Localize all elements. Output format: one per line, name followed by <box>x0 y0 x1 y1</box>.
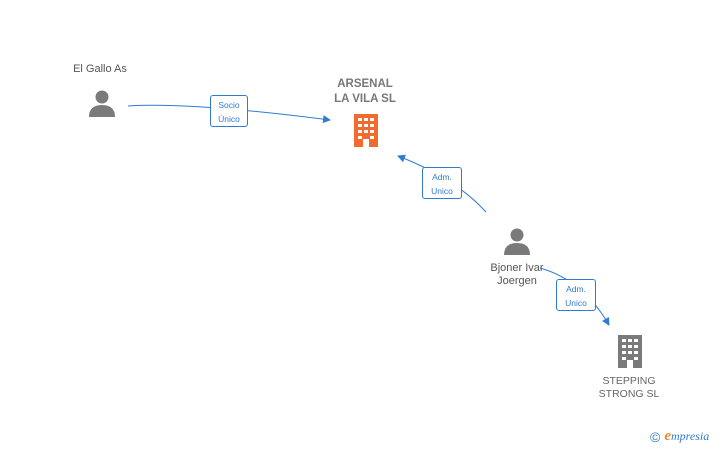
edge-label-line: Adm. <box>566 284 586 294</box>
node-stepping-label: STEPPING STRONG SL <box>598 375 660 400</box>
node-arsenal-label: ARSENAL LA VILA SL <box>334 78 396 105</box>
copyright-icon: © <box>650 428 661 445</box>
edge-label-adm1[interactable]: Adm. Unico <box>422 167 462 199</box>
person-icon[interactable] <box>87 88 117 118</box>
edge-label-line: Adm. <box>432 172 452 182</box>
footer-brand: © empresia <box>650 428 709 445</box>
edge-label-line: Unico <box>431 186 453 196</box>
brand-logo[interactable]: empresia <box>664 428 709 445</box>
edge-label-socio[interactable]: Socio Único <box>210 95 248 127</box>
node-el-gallo-label: El Gallo As <box>73 63 127 75</box>
edge-label-line: Único <box>218 114 240 124</box>
edge-socio-line <box>127 104 331 124</box>
edge-label-line: Unico <box>565 298 587 308</box>
edge-label-line: Socio <box>218 100 240 110</box>
brand-initial: e <box>664 428 671 444</box>
node-bjoner-label: Bjoner Ivar Joergen <box>490 262 544 287</box>
edge-label-adm2[interactable]: Adm. Unico <box>556 279 596 311</box>
person-icon[interactable] <box>502 226 532 256</box>
building-icon[interactable] <box>350 113 382 148</box>
building-icon[interactable] <box>614 334 646 369</box>
brand-rest: mpresia <box>671 429 710 443</box>
